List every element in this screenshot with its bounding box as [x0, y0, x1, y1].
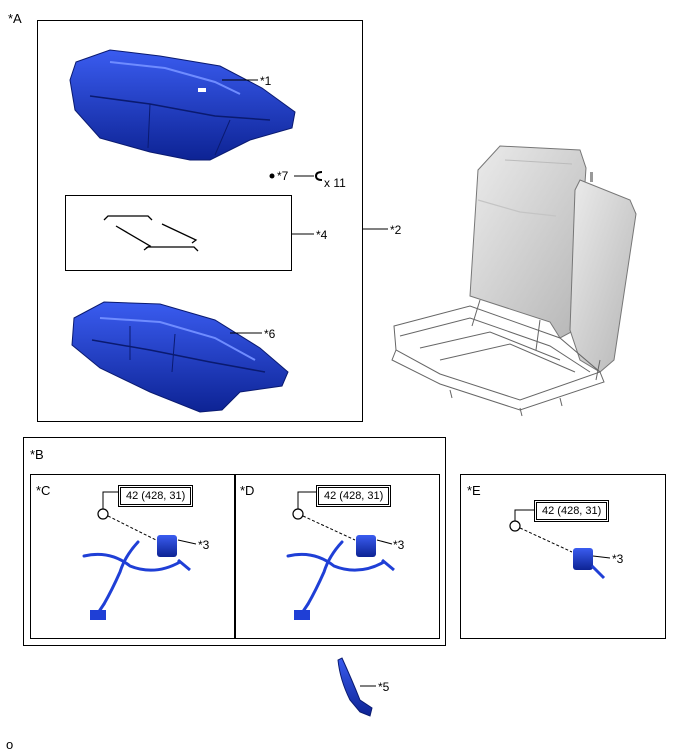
seat-assembly-frame	[391, 145, 637, 417]
torque-spec-d: 42 (428, 31)	[316, 485, 392, 507]
group-d-label: *D	[240, 483, 255, 498]
harness-c-tab	[177, 558, 191, 572]
harness-c-connector	[90, 610, 106, 620]
bolt-c-axis	[107, 515, 157, 541]
torque-spec-c: 42 (428, 31)	[118, 485, 194, 507]
belt-anchor-c	[157, 535, 177, 557]
harness-d-tab	[381, 558, 395, 572]
callout-3-c: *3	[198, 538, 210, 552]
belt-anchor-d	[356, 535, 376, 557]
callout-6: *6	[264, 327, 276, 341]
wire-set-frame	[65, 195, 292, 271]
bolt-e	[509, 520, 521, 532]
leader-3e	[592, 555, 611, 559]
bolt-e-axis	[519, 527, 573, 553]
seat-wires	[103, 215, 199, 252]
leader-3d	[376, 539, 393, 545]
callout-1: *1	[260, 74, 272, 88]
belt-e-strap	[590, 564, 606, 580]
bolt-d-axis	[302, 515, 356, 541]
leader-3c	[177, 539, 197, 545]
bolt-c	[97, 508, 109, 520]
torque-c-leader	[102, 491, 118, 509]
group-e-label: *E	[467, 483, 481, 498]
torque-spec-e: 42 (428, 31)	[534, 500, 610, 522]
belt-anchor-e	[573, 548, 593, 570]
clip-dot	[269, 173, 275, 179]
callout-3-d: *3	[393, 538, 405, 552]
seat-cushion-cover	[69, 49, 296, 161]
torque-d-leader	[297, 491, 316, 509]
group-c-frame	[30, 474, 235, 639]
callout-4: *4	[316, 228, 328, 242]
group-c-label: *C	[36, 483, 51, 498]
clip-icon	[314, 171, 323, 181]
group-e-frame	[460, 474, 666, 639]
callout-7: *7	[277, 169, 289, 183]
group-b-frame	[23, 437, 446, 646]
harness-d-connector	[294, 610, 310, 620]
callout-2: *2	[390, 223, 402, 237]
group-d-frame	[235, 474, 440, 639]
callout-5: *5	[378, 680, 390, 694]
illustration-id: o	[6, 737, 14, 752]
group-a-frame	[37, 20, 363, 422]
callout-3-e: *3	[612, 552, 624, 566]
clip-quantity: x 11	[324, 176, 346, 190]
seat-cushion-pad	[71, 301, 289, 413]
group-b-label: *B	[30, 447, 44, 462]
group-a-label: *A	[8, 11, 22, 26]
torque-e-leader	[514, 509, 534, 521]
belt-strap-part	[337, 657, 373, 717]
bolt-d	[292, 508, 304, 520]
